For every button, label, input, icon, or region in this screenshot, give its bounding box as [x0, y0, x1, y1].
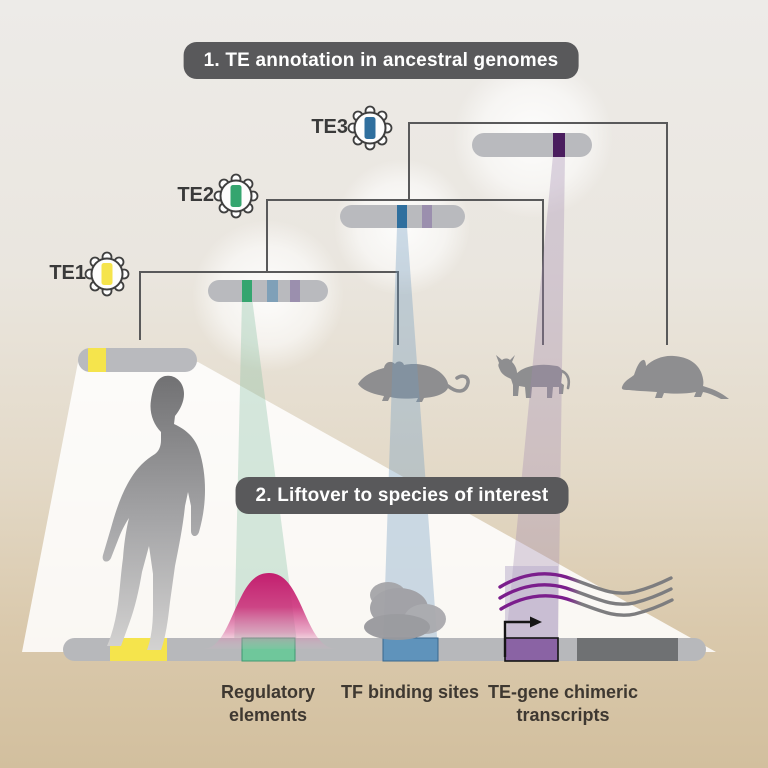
step2-banner: 2. Liftover to species of interest [235, 477, 569, 514]
mouse-silhouette [358, 361, 470, 402]
blue-segment [382, 637, 439, 662]
te-gene-chimeric-label: TE-gene chimeric transcripts [487, 682, 639, 725]
tf-binding-sites-label: TF binding sites [341, 682, 479, 702]
purple-liftover-beam [505, 155, 565, 650]
gene-segment [577, 638, 678, 661]
blue-liftover-beam [383, 227, 438, 650]
te2-label: TE2 [177, 184, 214, 206]
regulatory-peak [203, 573, 337, 649]
te-band-purple [553, 133, 565, 157]
tree-branch-armadillo [408, 122, 668, 345]
purple-segment [504, 637, 559, 662]
regulatory-elements-label: Regulatory elements [220, 682, 316, 725]
te3-band-faded [267, 280, 278, 302]
te-particle-icons [84, 105, 393, 297]
human-silhouette [102, 375, 205, 650]
te1-particle-icon [84, 251, 130, 297]
te1-band [88, 348, 106, 372]
green-liftover-beam [234, 298, 298, 650]
transcription-start-arrow [503, 616, 542, 657]
chromosomes [78, 133, 592, 372]
ancestor1-chromosome [208, 280, 328, 302]
step1-banner: 1. TE annotation in ancestral genomes [183, 42, 579, 79]
cow-silhouette [496, 355, 571, 398]
te2-particle-icon [213, 173, 259, 219]
te3-particle-icon [347, 105, 393, 151]
phylogenetic-tree [139, 122, 668, 345]
protein-blob [364, 582, 446, 640]
te3-label: TE3 [311, 116, 348, 138]
armadillo-silhouette [621, 355, 729, 399]
tree-branch-cow [266, 199, 544, 345]
ancestor3-chromosome [472, 133, 592, 157]
te-band-faded [422, 205, 432, 228]
wavy-transcript-lines [498, 572, 674, 617]
te-band-faded [290, 280, 300, 302]
te1-label: TE1 [49, 262, 86, 284]
te2-band [242, 280, 252, 302]
te3-band [397, 205, 407, 228]
ancestor2-chromosome [340, 205, 465, 228]
species-row [358, 355, 729, 402]
human-chromosome [78, 348, 197, 372]
tree-branch-human-mouse [139, 271, 399, 345]
